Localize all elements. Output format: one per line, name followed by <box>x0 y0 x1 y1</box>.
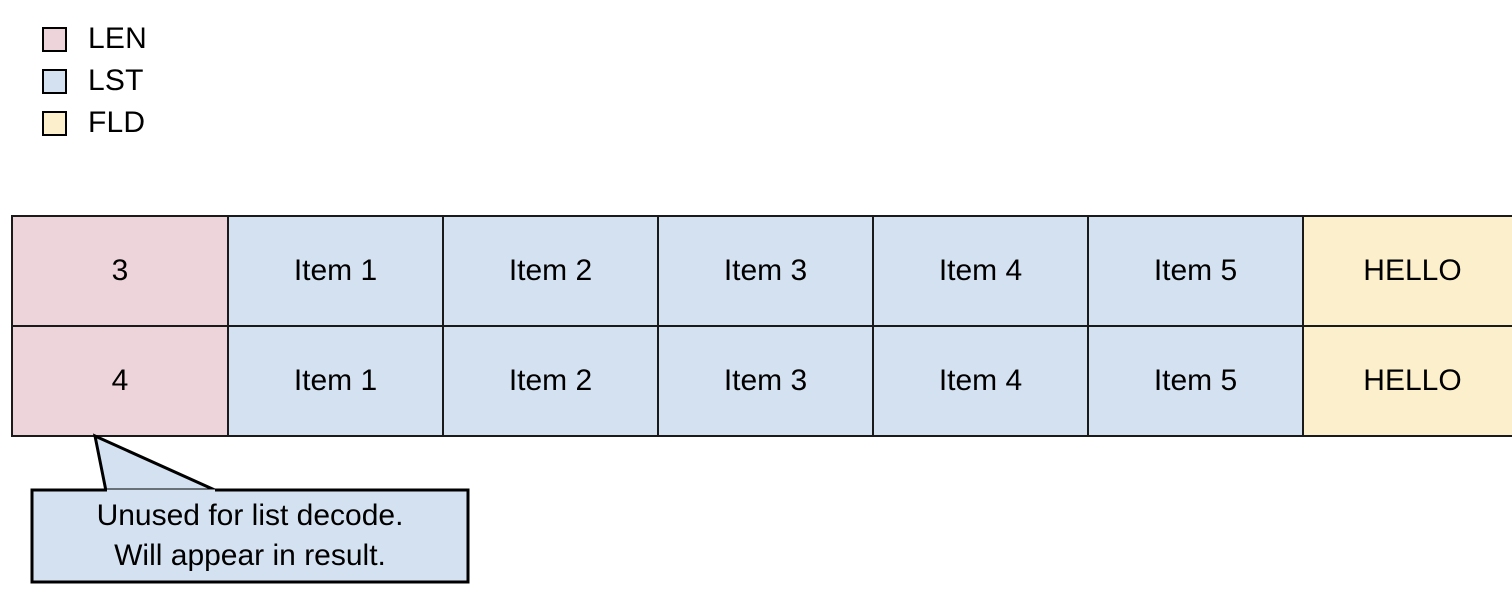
legend-label-fld: FLD <box>88 106 146 139</box>
legend-label-len: LEN <box>88 22 147 55</box>
cell-fld-row2: HELLO <box>1302 325 1512 437</box>
callout-text: Unused for list decode. Will appear in r… <box>32 490 468 582</box>
callout-tail <box>92 433 218 493</box>
cell-lst5-row1: Item 5 <box>1087 215 1304 327</box>
legend-label-lst: LST <box>88 64 144 97</box>
cell-lst3-row1: Item 3 <box>657 215 874 327</box>
legend: LEN LST FLD <box>42 18 342 144</box>
cell-len-row2: 4 <box>11 325 229 437</box>
table-row: 4 Item 1 Item 2 Item 3 Item 4 Item 5 HEL… <box>11 325 1512 437</box>
callout-line-2: Will appear in result. <box>114 539 386 572</box>
callout-line-1: Unused for list decode. <box>96 499 404 532</box>
color-swatch-icon-lst <box>42 68 67 94</box>
structure-table: 3 Item 1 Item 2 Item 3 Item 4 Item 5 HEL… <box>11 215 1512 437</box>
cell-lst1-row1: Item 1 <box>227 215 444 327</box>
cell-lst3-row2: Item 3 <box>657 325 874 437</box>
legend-item-fld: FLD <box>42 102 342 144</box>
legend-item-len: LEN <box>42 18 342 60</box>
cell-len-row1: 3 <box>11 215 229 327</box>
table-row: 3 Item 1 Item 2 Item 3 Item 4 Item 5 HEL… <box>11 215 1512 327</box>
cell-lst4-row2: Item 4 <box>872 325 1089 437</box>
cell-lst2-row1: Item 2 <box>442 215 659 327</box>
cell-lst5-row2: Item 5 <box>1087 325 1304 437</box>
cell-lst4-row1: Item 4 <box>872 215 1089 327</box>
legend-item-lst: LST <box>42 60 342 102</box>
cell-lst2-row2: Item 2 <box>442 325 659 437</box>
cell-fld-row1: HELLO <box>1302 215 1512 327</box>
color-swatch-icon-fld <box>42 110 67 136</box>
color-swatch-icon-len <box>42 26 67 52</box>
cell-lst1-row2: Item 1 <box>227 325 444 437</box>
